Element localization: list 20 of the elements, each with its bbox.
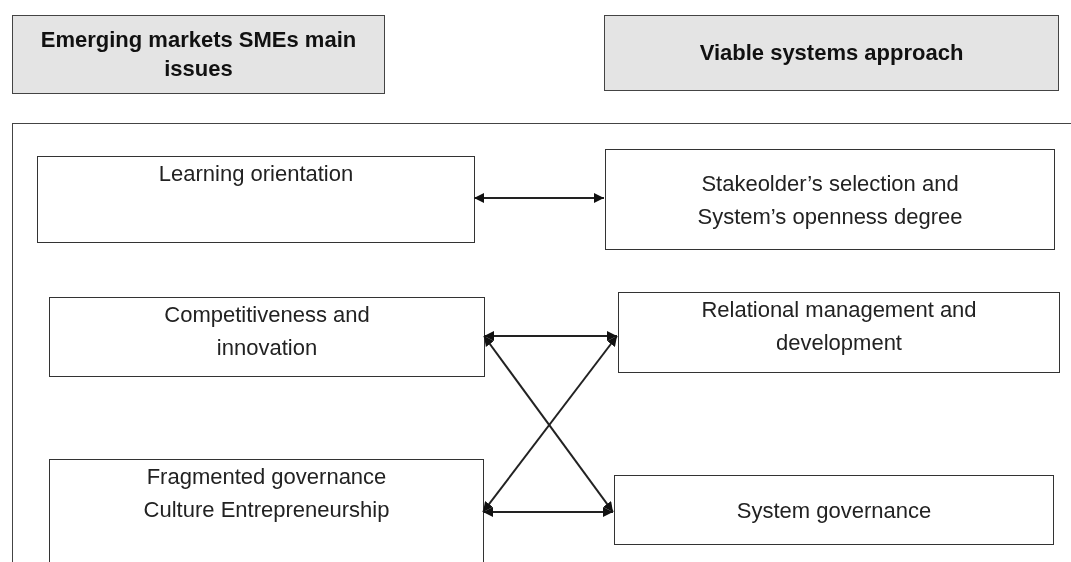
double-arrow xyxy=(473,193,605,203)
process-box xyxy=(49,459,484,562)
box-label: Emerging markets SMEs main issues xyxy=(39,25,358,83)
process-box xyxy=(618,292,1060,373)
box-label: Relational management and development xyxy=(700,296,978,357)
process-box xyxy=(37,156,475,243)
box-outline xyxy=(12,123,1071,562)
box-label: Viable systems approach xyxy=(699,38,964,67)
process-box xyxy=(605,149,1055,250)
box-label: Fragmented governance Culture Entrepreneurship xyxy=(142,463,391,524)
double-arrow xyxy=(482,507,614,517)
box-label: System governance xyxy=(736,496,932,525)
process-box xyxy=(49,297,485,377)
box-label: Learning orientation xyxy=(158,160,354,188)
process-box xyxy=(614,475,1054,545)
heading-box xyxy=(604,15,1059,91)
box-label: Competitiveness and innovation xyxy=(163,301,371,362)
box-label: Stakeolder’s selection and System’s openness degree xyxy=(696,169,964,231)
heading-box xyxy=(12,15,385,94)
double-arrow xyxy=(483,331,618,341)
